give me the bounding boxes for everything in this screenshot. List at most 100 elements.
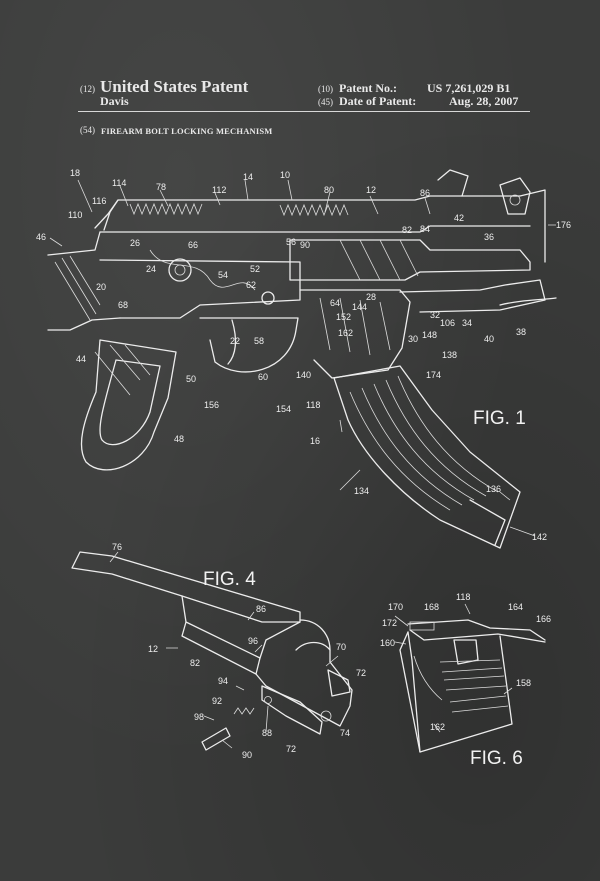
ref-label: 90 (300, 240, 310, 250)
patent-number-label: Patent No.: (339, 81, 397, 95)
ref-label: 88 (262, 728, 272, 738)
ref-label: 50 (186, 374, 196, 384)
ref-label: 12 (366, 185, 376, 195)
fig6-caption: FIG. 6 (470, 748, 523, 769)
ref-label: 168 (424, 602, 439, 612)
ref-label: 42 (454, 213, 464, 223)
ref-label: 170 (388, 602, 403, 612)
ref-label: 18 (70, 168, 80, 178)
ref-label: 12 (148, 644, 158, 654)
title-code: (54) (80, 125, 95, 135)
ref-label: 136 (486, 484, 501, 494)
fig1-labels: 18 114 78 112 14 10 80 12 86 116 110 46 … (36, 168, 571, 542)
fig1-drawing (47, 169, 557, 549)
ref-label: 62 (246, 280, 256, 290)
fig4-labels: 76 86 96 70 12 82 94 72 92 98 88 72 74 9… (112, 542, 366, 760)
ref-label: 84 (420, 224, 430, 234)
ref-label: 76 (112, 542, 122, 552)
fig4-drawing (71, 551, 353, 751)
ref-label: 74 (340, 728, 350, 738)
ref-label: 54 (218, 270, 228, 280)
ref-label: 106 (440, 318, 455, 328)
ref-label: 82 (402, 225, 412, 235)
ref-label: 60 (258, 372, 268, 382)
ref-label: 78 (156, 182, 166, 192)
ref-label: 26 (130, 238, 140, 248)
ref-label: 94 (218, 676, 228, 686)
ref-label: 30 (408, 334, 418, 344)
ref-label: 164 (508, 602, 523, 612)
ref-label: 82 (190, 658, 200, 668)
date-label: Date of Patent: (339, 94, 417, 108)
ref-label: 58 (254, 336, 264, 346)
fig6-drawing (394, 603, 546, 753)
ref-label: 24 (146, 264, 156, 274)
ref-label: 144 (352, 302, 367, 312)
patent-type-title: United States Patent (100, 77, 249, 96)
ref-label: 140 (296, 370, 311, 380)
ref-label: 98 (194, 712, 204, 722)
ref-label: 114 (112, 178, 126, 188)
ref-label: 118 (456, 592, 470, 602)
ref-label: 70 (336, 642, 346, 652)
fig4-caption: FIG. 4 (203, 569, 256, 590)
ref-label: 28 (366, 292, 376, 302)
ref-label: 38 (516, 327, 526, 337)
ref-label: 56 (286, 237, 296, 247)
ref-label: 46 (36, 232, 46, 242)
ref-label: 68 (118, 300, 128, 310)
ref-label: 96 (248, 636, 258, 646)
ref-label: 22 (230, 336, 240, 346)
ref-label: 162 (430, 722, 445, 732)
ref-label: 118 (306, 400, 320, 410)
ref-label: 90 (242, 750, 252, 760)
ref-label: 166 (536, 614, 551, 624)
ref-label: 72 (286, 744, 296, 754)
ref-label: 34 (462, 318, 472, 328)
ref-label: 40 (484, 334, 494, 344)
ref-label: 176 (556, 220, 571, 230)
ref-label: 48 (174, 434, 184, 444)
ref-label: 20 (96, 282, 106, 292)
inventor-name: Davis (100, 94, 129, 108)
fig6-labels: 118 168 170 164 166 172 160 158 162 (380, 592, 551, 732)
ref-label: 80 (324, 185, 334, 195)
ref-label: 174 (426, 370, 441, 380)
ref-label: 16 (310, 436, 320, 446)
ref-label: 138 (442, 350, 457, 360)
ref-label: 158 (516, 678, 531, 688)
date-value: Aug. 28, 2007 (449, 94, 519, 108)
ref-label: 52 (250, 264, 260, 274)
ref-label: 172 (382, 618, 397, 628)
ref-label: 160 (380, 638, 395, 648)
ref-label: 134 (354, 486, 369, 496)
ref-label: 66 (188, 240, 198, 250)
ref-label: 86 (420, 188, 430, 198)
ref-label: 92 (212, 696, 222, 706)
fig1-caption: FIG. 1 (473, 408, 526, 429)
ref-label: 116 (92, 196, 106, 206)
ref-label: 156 (204, 400, 219, 410)
ref-label: 148 (422, 330, 437, 340)
ref-label: 162 (338, 328, 353, 338)
ref-label: 142 (532, 532, 547, 542)
patent-number-value: US 7,261,029 B1 (427, 81, 511, 95)
ref-label: 72 (356, 668, 366, 678)
ref-label: 152 (336, 312, 351, 322)
ref-label: 112 (212, 185, 226, 195)
ref-label: 44 (76, 354, 86, 364)
ref-label: 36 (484, 232, 494, 242)
ref-label: 86 (256, 604, 266, 614)
ref-label: 32 (430, 310, 440, 320)
left-code: (12) (80, 84, 95, 94)
date-code: (45) (318, 97, 333, 107)
header-rule (78, 111, 530, 112)
ref-label: 154 (276, 404, 291, 414)
invention-title: FIREARM BOLT LOCKING MECHANISM (101, 126, 273, 136)
ref-label: 10 (280, 170, 290, 180)
ref-label: 14 (243, 172, 253, 182)
patent-number-code: (10) (318, 84, 333, 94)
ref-label: 110 (68, 210, 82, 220)
